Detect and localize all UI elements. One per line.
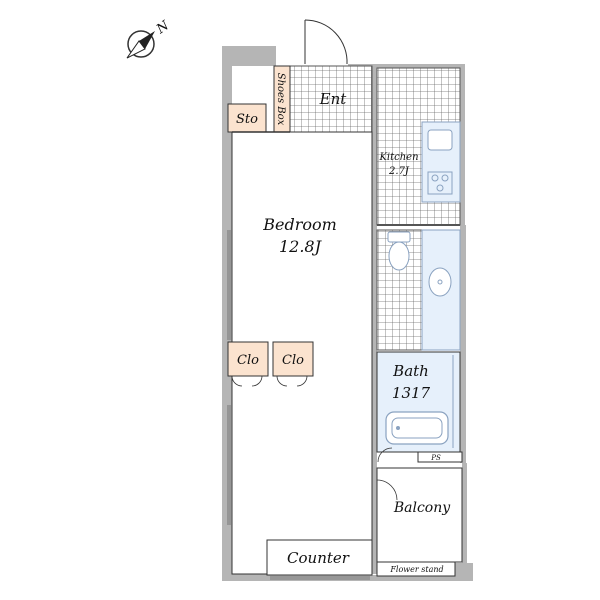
compass-icon	[126, 30, 155, 59]
label-entrance: Ent	[319, 90, 348, 108]
label-kitchen-size: 2.7J	[388, 166, 410, 177]
wash-basin-icon	[428, 267, 452, 297]
label-kitchen-name: Kitchen	[378, 152, 418, 163]
entrance-door	[304, 19, 348, 65]
label-storage: Sto	[236, 112, 258, 127]
bathtub-drain	[396, 426, 400, 430]
balcony-area	[376, 467, 463, 563]
balcony-door	[376, 479, 398, 501]
bedroom-window	[227, 230, 231, 525]
kitchen-sink-icon	[427, 129, 453, 151]
label-bedroom-name: Bedroom	[262, 215, 337, 234]
label-counter: Counter	[287, 549, 350, 567]
flower-stand	[376, 561, 456, 577]
label-balcony: Balcony	[393, 500, 451, 516]
bathtub-icon	[385, 411, 449, 445]
label-flower-stand: Flower stand	[389, 565, 443, 574]
storage-room	[227, 103, 267, 133]
label-shoes-box: Shoes Box	[275, 73, 286, 126]
label-bath-name: Bath	[392, 362, 429, 380]
label-bedroom-size: 12.8J	[279, 237, 323, 256]
stove-icon	[427, 171, 453, 195]
closet-right	[272, 341, 314, 377]
label-closet-right: Clo	[282, 353, 304, 368]
label-bath-size: 1317	[392, 384, 431, 402]
label-pipe-space: PS	[430, 454, 441, 462]
bathtub-inner	[391, 417, 443, 439]
closet-left	[227, 341, 269, 377]
counter-window	[270, 576, 370, 580]
toilet-icon	[387, 231, 411, 271]
compass-north-label: N	[153, 18, 172, 38]
closet-doors	[231, 375, 308, 387]
counter-area	[266, 539, 373, 576]
label-closet-left: Clo	[237, 353, 259, 368]
entrance-floor	[289, 65, 373, 133]
bath-door	[377, 447, 393, 463]
pipe-space	[417, 451, 463, 463]
